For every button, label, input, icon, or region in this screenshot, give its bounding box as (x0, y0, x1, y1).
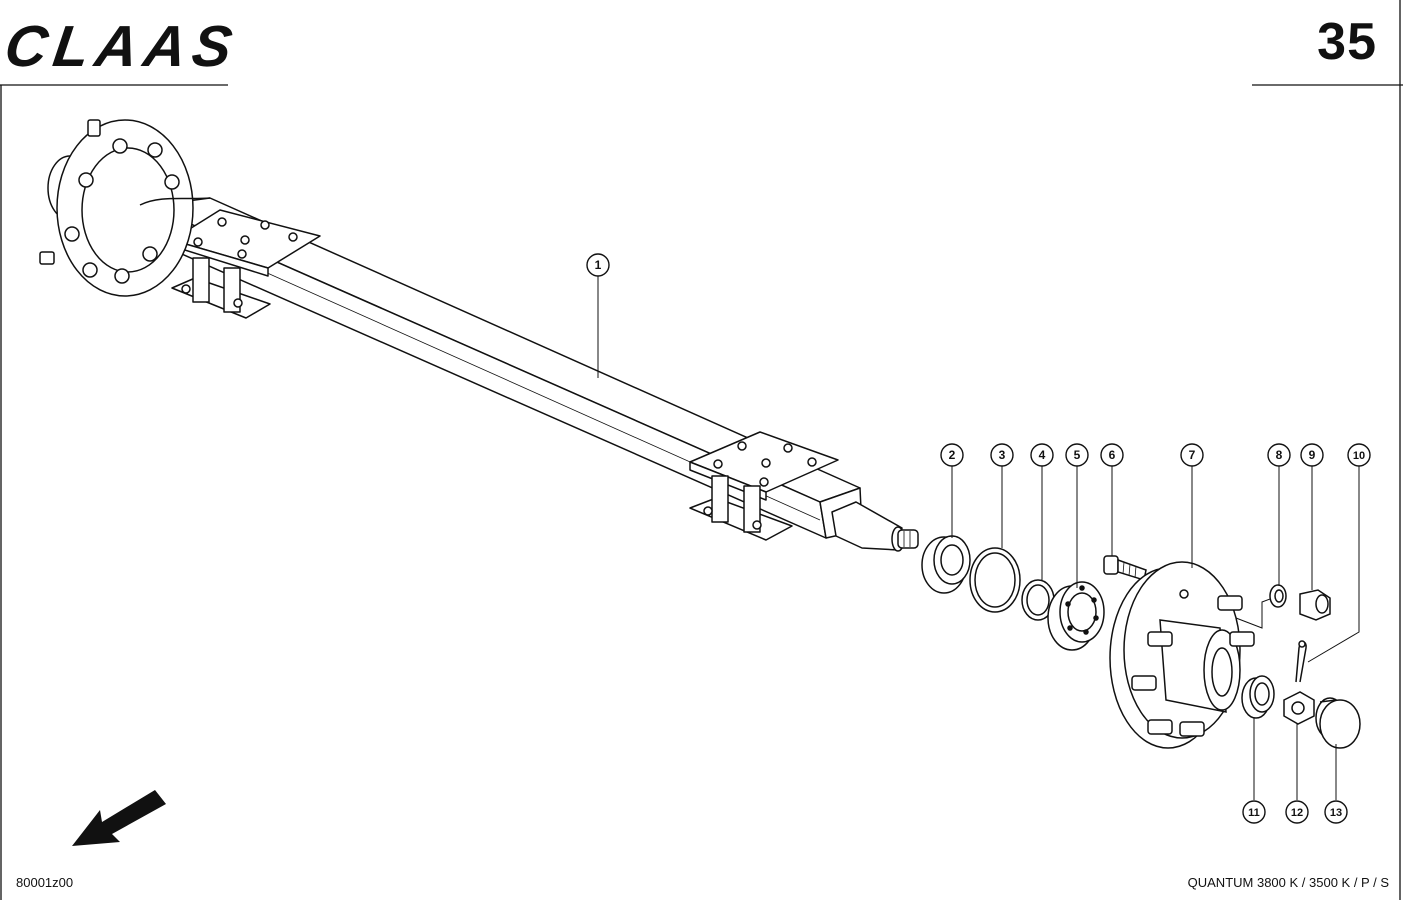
callout-12 (1285, 800, 1309, 824)
callout-label-2: 2 (949, 448, 956, 462)
callout-labels: 1 2 3 4 5 6 7 8 9 10 11 12 13 (595, 258, 1365, 819)
callout-label-5: 5 (1074, 448, 1081, 462)
callout-8 (1267, 443, 1291, 467)
callout-11 (1242, 800, 1266, 824)
callout-9 (1300, 443, 1324, 467)
part-5-bearing (1047, 581, 1105, 651)
callout-3 (990, 443, 1014, 467)
part-6-bolt (1103, 555, 1147, 581)
callout-10 (1347, 443, 1371, 467)
callout-7 (1180, 443, 1204, 467)
callout-label-4: 4 (1039, 448, 1046, 462)
part-13-cap (1315, 697, 1361, 749)
callout-label-10: 10 (1353, 450, 1365, 462)
leader-lines (597, 276, 1360, 800)
part-8-washer (1269, 584, 1287, 608)
part-7-hub (1109, 561, 1279, 749)
part-12-castle-nut (1283, 691, 1315, 725)
drawing-code: 80001z00 (16, 875, 74, 890)
axle-beam (149, 197, 919, 552)
callout-label-6: 6 (1109, 448, 1116, 462)
callout-13 (1324, 800, 1348, 824)
part-9-nut (1299, 589, 1331, 621)
callout-label-13: 13 (1330, 807, 1342, 819)
callout-label-9: 9 (1309, 448, 1316, 462)
exploded-parts (921, 535, 1361, 749)
callout-label-1: 1 (595, 258, 602, 272)
callout-1 (586, 253, 610, 277)
part-10-split-pin (1295, 640, 1307, 683)
callout-label-3: 3 (999, 448, 1006, 462)
part-2-seal (921, 535, 971, 594)
callout-5 (1065, 443, 1089, 467)
callout-label-7: 7 (1189, 448, 1196, 462)
direction-arrow-icon (72, 790, 166, 846)
part-3-ring (969, 547, 1021, 613)
callout-2 (940, 443, 964, 467)
left-hub (39, 119, 211, 297)
model-designation: QUANTUM 3800 K / 3500 K / P / S (1187, 875, 1389, 890)
callout-label-12: 12 (1291, 807, 1303, 819)
callout-label-11: 11 (1248, 807, 1260, 819)
callout-4 (1030, 443, 1054, 467)
part-11-bearing (1241, 675, 1275, 719)
callout-label-8: 8 (1276, 448, 1283, 462)
callouts (586, 253, 1371, 824)
brand-logo-text: CLAAS (1, 14, 236, 79)
callout-6 (1100, 443, 1124, 467)
brand-logo: CLAAS (1, 14, 236, 79)
page-number: 35 (1317, 13, 1377, 71)
